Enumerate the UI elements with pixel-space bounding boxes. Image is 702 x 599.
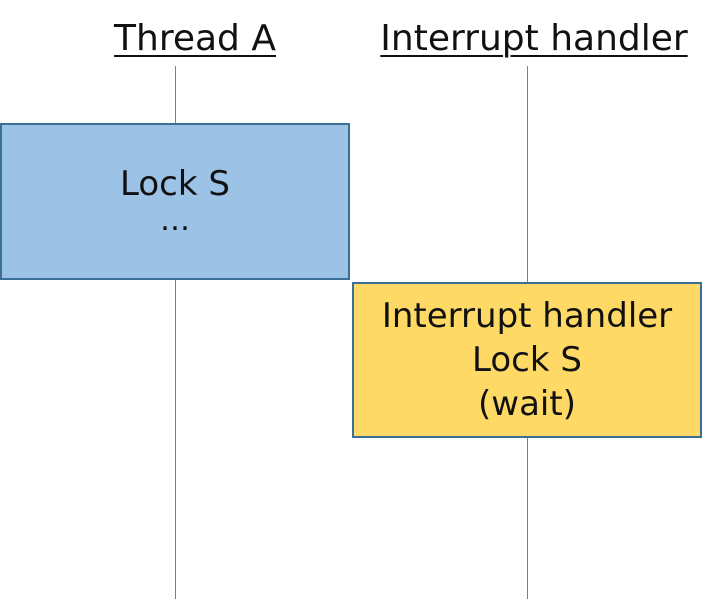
lifeline-thread-a	[175, 66, 176, 599]
thread-a-lock-block: Lock S …	[0, 123, 350, 280]
thread-a-block-ellipsis: …	[160, 202, 190, 238]
interrupt-block-line: Lock S	[472, 340, 582, 380]
thread-a-block-line: Lock S	[120, 163, 230, 204]
lane-title-thread-a: Thread A	[114, 18, 276, 59]
interrupt-block-line: Interrupt handler	[381, 296, 673, 336]
interrupt-handler-block: Interrupt handler Lock S (wait)	[352, 282, 702, 438]
lane-title-interrupt-handler: Interrupt handler	[380, 18, 688, 59]
interrupt-block-line: (wait)	[478, 384, 576, 424]
